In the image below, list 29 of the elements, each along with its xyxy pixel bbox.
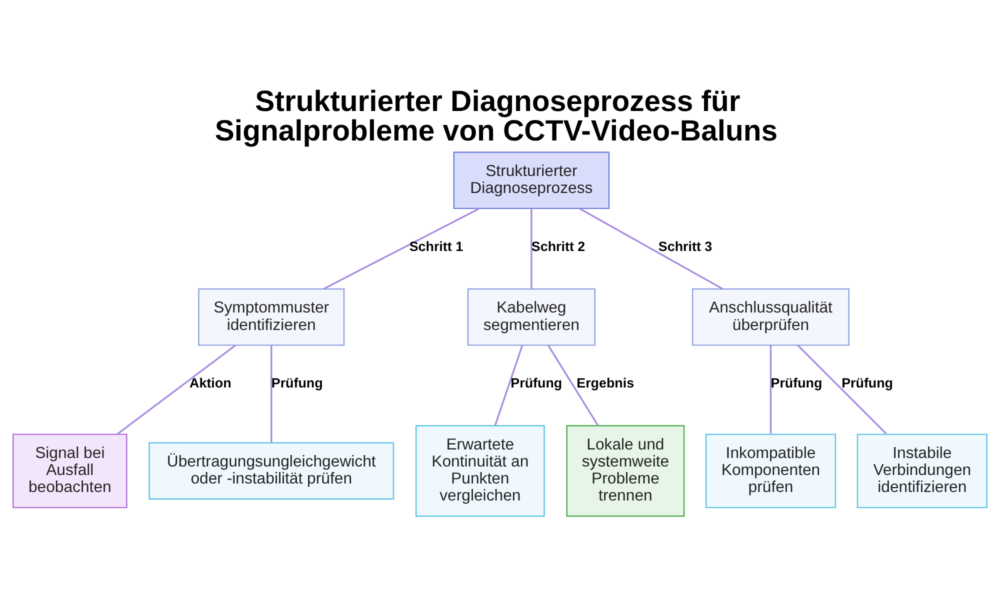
node-box: Symptommuster identifizieren [198,288,345,346]
node-box: Erwartete Kontinuität an Punkten vergleichen [415,425,545,517]
edge-label: Aktion [190,376,232,391]
connector [770,345,772,434]
node-box: Anschlussqualität überprüfen [692,288,850,346]
connector [270,345,272,442]
connector [548,344,599,426]
connector [530,208,532,289]
node-box: Strukturierter Diagnoseprozess [453,152,610,210]
edge-label: Schritt 2 [531,238,586,254]
diagram-title: Strukturierter Diagnoseprozess für Signalprobleme von CCTV-Video-Baluns [214,84,778,148]
edge-label: Schritt 1 [409,238,464,254]
node-box: Signal bei Ausfall beobachten [12,434,128,508]
edge-label: Schritt 3 [658,238,712,254]
edge-label: Prüfung [271,376,323,391]
node-box: Lokale und systemweite Probleme trennen [566,425,685,517]
connector [579,208,724,290]
edge-label: Prüfung [510,376,562,391]
connector [323,208,480,290]
connector [797,344,887,434]
connector [494,345,524,426]
node-box: Übertragungsungleichgewicht oder -instabilität prüfen [148,442,394,500]
edge-label: Prüfung [770,376,822,391]
connector [116,344,236,435]
node-box: Instabile Verbindungen identifizieren [856,434,988,508]
node-box: Kabelweg segmentieren [467,288,596,346]
edge-label: Ergebnis [576,376,634,391]
node-box: Inkompatible Komponenten prüfen [705,434,836,508]
edge-label: Prüfung [842,376,894,391]
